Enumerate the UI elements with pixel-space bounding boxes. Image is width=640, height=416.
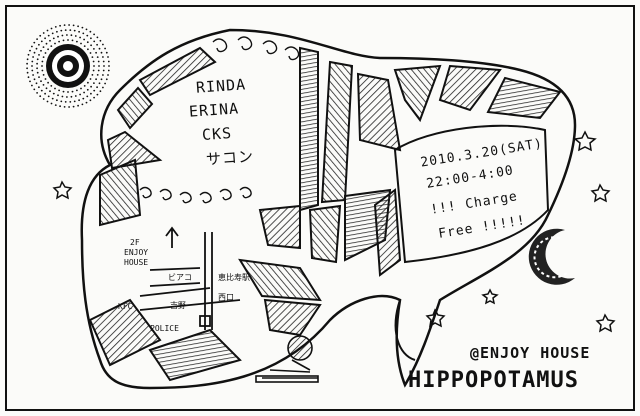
map-store-a: ビアコ [168, 273, 192, 282]
map-building-name: ENJOY [124, 248, 149, 257]
info-frame [393, 124, 550, 264]
map-store-c: 吉野 [170, 301, 186, 310]
map-store-b: KFC [118, 302, 133, 311]
star-icons [52, 130, 616, 333]
lineup-item: サコン [205, 147, 255, 169]
map-station: 恵比寿駅 [218, 273, 250, 282]
map-exit: 西口 [218, 293, 234, 302]
lineup-item: CKS [201, 123, 233, 145]
sun-icon [26, 24, 110, 108]
mini-map [139, 226, 241, 330]
tail-flourish [394, 299, 416, 361]
map-building-label: HOUSE [124, 258, 149, 267]
lineup-item: ERINA [188, 99, 240, 121]
flyer-border [5, 5, 635, 411]
event-title: HIPPOPOTAMUS [408, 368, 579, 393]
lineup-item: RINDA [195, 75, 247, 97]
character-doodle [255, 335, 319, 383]
map-police: POLICE [150, 324, 179, 333]
hatched-bands [88, 46, 562, 382]
crescent-moon-icon [528, 228, 575, 285]
venue-label: @ENJOY HOUSE [470, 344, 591, 362]
map-building-floor: 2F [130, 238, 140, 247]
swirl-decorations [139, 36, 300, 204]
